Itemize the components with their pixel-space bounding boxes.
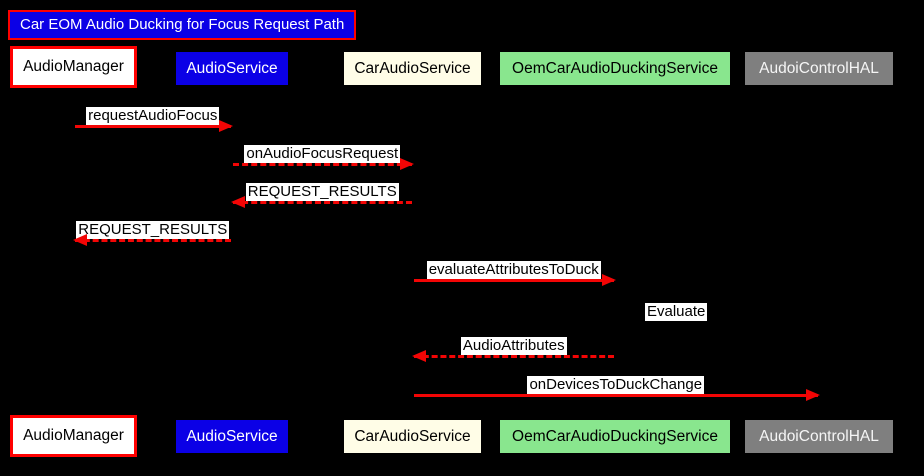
arrowhead-left-icon bbox=[411, 350, 426, 362]
message-line bbox=[233, 163, 412, 166]
message: evaluateAttributesToDuck bbox=[413, 257, 616, 287]
participant-label: AudioManager bbox=[23, 427, 124, 444]
arrowhead-left-icon bbox=[231, 196, 245, 208]
participant-label: CarAudioService bbox=[354, 59, 471, 77]
participant-box-CarAudioService: CarAudioService bbox=[344, 52, 481, 85]
message-self-label: Evaluate bbox=[645, 303, 708, 321]
message-label: onDevicesToDuckChange bbox=[527, 376, 705, 394]
message-label: AudioAttributes bbox=[460, 337, 567, 355]
message-label: REQUEST_RESULTS bbox=[245, 183, 399, 201]
message-line bbox=[74, 239, 231, 242]
participant-box-AudioService: AudioService bbox=[176, 52, 288, 85]
arrowhead-right-icon bbox=[399, 158, 414, 170]
message-line bbox=[413, 394, 818, 397]
message-line bbox=[413, 355, 614, 358]
participant-box-CarAudioService: CarAudioService bbox=[344, 420, 481, 453]
participant-label: OemCarAudioDuckingService bbox=[512, 59, 718, 77]
arrowhead-left-icon bbox=[72, 234, 87, 246]
participant-label: CarAudioService bbox=[354, 427, 471, 445]
participant-box-AudioService: AudioService bbox=[176, 420, 288, 453]
arrowhead-right-icon bbox=[219, 120, 233, 132]
message-line bbox=[233, 201, 412, 204]
message-label: REQUEST_RESULTS bbox=[76, 221, 230, 239]
message-label: evaluateAttributesToDuck bbox=[426, 261, 601, 279]
participant-label: OemCarAudioDuckingService bbox=[512, 427, 718, 445]
message-line bbox=[413, 279, 614, 282]
participant-label: AudioManager bbox=[23, 58, 124, 75]
participant-label: AudioService bbox=[186, 427, 278, 445]
message: requestAudioFocus bbox=[74, 103, 233, 133]
participant-box-AudioManager: AudioManager bbox=[10, 415, 137, 457]
message: REQUEST_RESULTS bbox=[72, 217, 233, 247]
message: onDevicesToDuckChange bbox=[413, 372, 820, 402]
message: onAudioFocusRequest bbox=[232, 141, 414, 171]
participant-box-AudoiControlHAL: AudoiControlHAL bbox=[745, 420, 893, 453]
participant-label: AudioService bbox=[186, 59, 278, 77]
participant-label: AudoiControlHAL bbox=[759, 59, 879, 77]
message-label: onAudioFocusRequest bbox=[244, 145, 401, 163]
participant-box-OemCarAudioDuckingService: OemCarAudioDuckingService bbox=[500, 420, 730, 453]
arrowhead-right-icon bbox=[806, 389, 820, 401]
diagram-title: Car EOM Audio Ducking for Focus Request … bbox=[8, 10, 357, 40]
message-label: requestAudioFocus bbox=[86, 107, 220, 125]
participant-box-OemCarAudioDuckingService: OemCarAudioDuckingService bbox=[500, 52, 730, 85]
arrowhead-right-icon bbox=[602, 274, 616, 286]
participant-box-AudoiControlHAL: AudoiControlHAL bbox=[745, 52, 893, 85]
message: AudioAttributes bbox=[411, 333, 616, 363]
participant-label: AudoiControlHAL bbox=[759, 427, 879, 445]
message: REQUEST_RESULTS bbox=[231, 179, 413, 209]
participant-box-AudioManager: AudioManager bbox=[10, 46, 137, 88]
message-line bbox=[74, 125, 231, 128]
